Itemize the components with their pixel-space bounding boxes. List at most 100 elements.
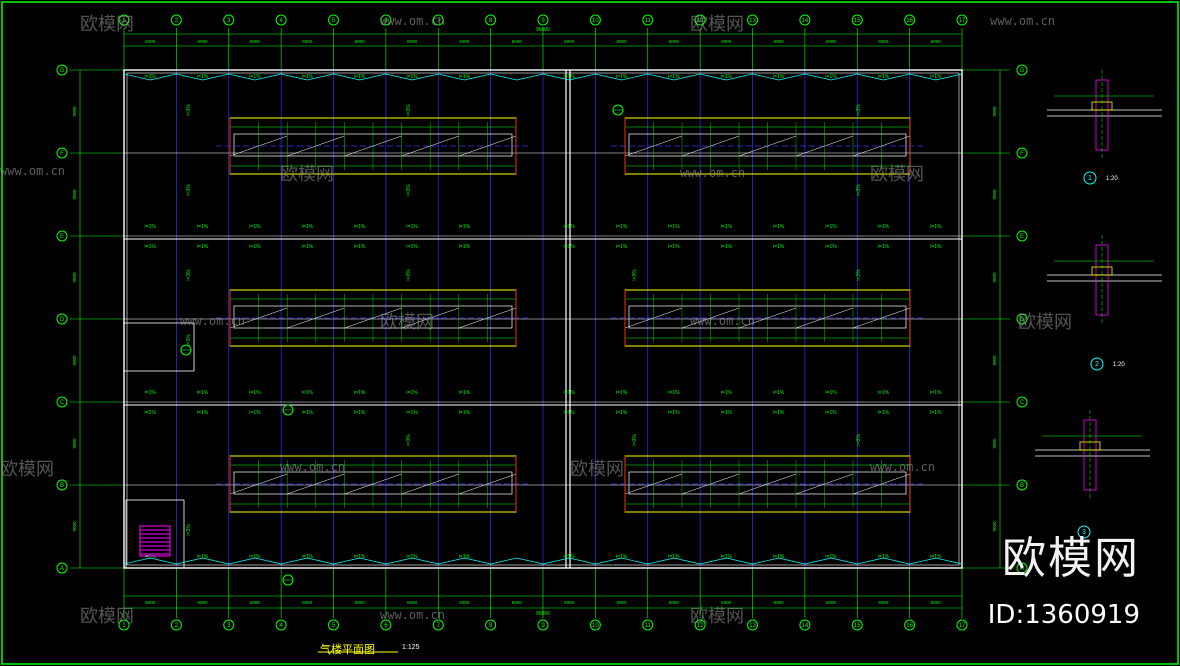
detail-callout-scale: 1:20 <box>1113 362 1125 368</box>
slope-label: i=1% <box>825 554 837 560</box>
column-axis-bubble <box>904 14 916 26</box>
watermark-url: www.om.cn <box>380 14 446 28</box>
building-outline-inner <box>126 72 960 566</box>
column-spacing-label: 6000 <box>931 600 942 605</box>
slope-label: i=1% <box>564 74 576 80</box>
slope-label: i=1% <box>354 554 366 560</box>
slope-label: i=1% <box>459 554 471 560</box>
gutter-zigzag-bottom <box>123 557 963 565</box>
column-axis-label: 9 <box>541 18 545 24</box>
column-spacing-label: 6000 <box>407 600 418 605</box>
column-spacing-label: 6000 <box>774 600 785 605</box>
row-spacing-label: 9000 <box>992 189 997 200</box>
slope-label: i=1% <box>302 554 314 560</box>
row-axis-bubble <box>56 64 68 76</box>
column-spacing-label: 6000 <box>826 39 837 44</box>
column-axis-bubble <box>432 14 444 26</box>
column-spacing-label: 6000 <box>878 600 889 605</box>
column-spacing-label: 6000 <box>669 39 680 44</box>
row-axis-label: B <box>60 483 64 489</box>
column-axis-label: 1 <box>122 18 126 24</box>
slope-label: i=1% <box>878 554 890 560</box>
slope-label: i=1% <box>145 244 157 250</box>
slope-label: i=1% <box>249 74 261 80</box>
column-spacing-label: 6000 <box>250 600 261 605</box>
column-spacing-label: 6000 <box>669 600 680 605</box>
slope-label: i=1% <box>302 224 314 230</box>
detail-3-flashing <box>1079 441 1101 451</box>
column-axis-label: 2 <box>175 18 179 24</box>
slope-label: i=1% <box>354 224 366 230</box>
slope-label-vertical: i=3% <box>406 434 412 446</box>
row-spacing-label: 9000 <box>992 106 997 117</box>
column-axis-bubble <box>223 619 235 631</box>
slope-label: i=1% <box>197 390 209 396</box>
watermark-url: www.om.cn <box>380 608 446 622</box>
column-spacing-label: 6000 <box>721 600 732 605</box>
row-axis-label: E <box>60 234 64 240</box>
slope-label: i=1% <box>668 554 680 560</box>
column-axis-label: 10 <box>592 623 599 629</box>
column-axis-bubble <box>275 14 287 26</box>
row-spacing-label: 9000 <box>72 521 77 532</box>
watermark-url: www.om.cn <box>690 314 756 328</box>
slope-label: i=1% <box>773 410 785 416</box>
column-axis-bubble <box>589 619 601 631</box>
detail-callout-scale: 1:20 <box>1106 176 1118 182</box>
slope-label: i=1% <box>354 74 366 80</box>
column-axis-label: 10 <box>592 18 599 24</box>
column-axis-bubble <box>170 619 182 631</box>
column-axis-label: 8 <box>489 623 493 629</box>
column-spacing-label: 6000 <box>931 39 942 44</box>
slope-label: i=1% <box>197 74 209 80</box>
row-axis-bubble <box>1016 230 1028 242</box>
column-axis-bubble <box>118 619 130 631</box>
column-axis-bubble <box>956 619 968 631</box>
row-axis-bubble <box>1016 147 1028 159</box>
watermark-url: www.om.cn <box>0 164 66 178</box>
column-axis-label: 7 <box>437 623 441 629</box>
row-spacing-label: 9000 <box>72 355 77 366</box>
row-axis-label: C <box>60 400 65 406</box>
stair-outline <box>139 525 171 557</box>
slope-label: i=1% <box>564 390 576 396</box>
column-axis-bubble <box>223 14 235 26</box>
column-axis-label: 4 <box>279 623 283 629</box>
slope-label: i=1% <box>459 244 471 250</box>
column-spacing-label: 6000 <box>617 39 628 44</box>
slope-label: i=1% <box>145 390 157 396</box>
column-axis-bubble <box>851 619 863 631</box>
column-axis-bubble <box>380 14 392 26</box>
slope-label: i=1% <box>459 224 471 230</box>
watermark-brand: 欧模网 <box>380 312 434 333</box>
column-axis-label: 12 <box>697 623 704 629</box>
slope-label: i=1% <box>354 390 366 396</box>
stair-annex <box>125 499 185 569</box>
slope-label: i=1% <box>249 410 261 416</box>
slope-label: i=1% <box>668 74 680 80</box>
column-axis-bubble <box>799 619 811 631</box>
column-spacing-label: 6000 <box>198 600 209 605</box>
column-axis-bubble <box>747 14 758 26</box>
row-spacing-label: 9000 <box>992 438 997 449</box>
column-spacing-label: 6000 <box>774 39 785 44</box>
column-axis-bubble <box>485 619 497 631</box>
row-axis-label: F <box>1020 151 1024 157</box>
column-spacing-label: 6000 <box>198 39 209 44</box>
drawing-title: 气楼平面图 <box>320 643 375 656</box>
watermark-brand: 欧模网 <box>0 459 54 480</box>
slope-label: i=1% <box>878 224 890 230</box>
slope-label: i=1% <box>616 224 628 230</box>
slope-label: i=1% <box>930 74 942 80</box>
column-axis-label: 2 <box>175 623 179 629</box>
row-axis-bubble <box>1016 313 1028 325</box>
column-axis-bubble <box>380 619 392 631</box>
watermark-brand: 欧模网 <box>1018 312 1072 333</box>
column-axis-label: 15 <box>854 623 861 629</box>
column-axis-label: 3 <box>227 18 231 24</box>
column-axis-label: 14 <box>802 18 809 24</box>
column-spacing-label: 6000 <box>512 39 523 44</box>
watermark-url: www.om.cn <box>280 460 346 474</box>
